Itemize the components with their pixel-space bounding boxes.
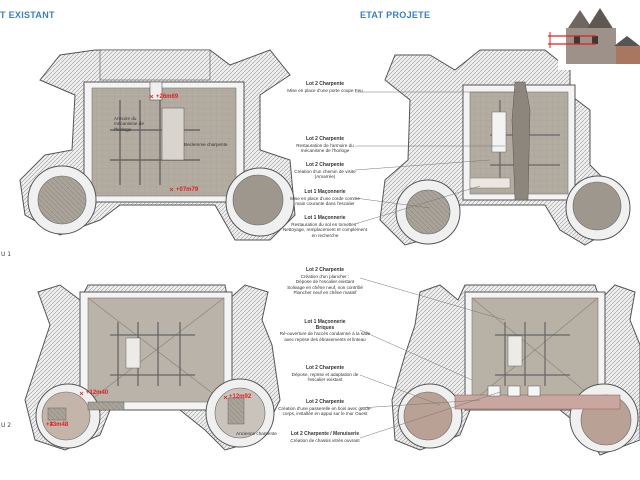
tower-elevation-thumbnail — [548, 8, 640, 70]
level-label-1: U 1 — [1, 251, 12, 258]
elevation-level2-left: +13m48 — [46, 422, 69, 428]
annotation-3: Lot 2 Charpente Création d'un chemin de … — [294, 162, 356, 180]
annotation-2: Lot 2 Charpente Restauration de l'armoir… — [296, 136, 354, 154]
elevation-top: +26m69 — [156, 94, 179, 100]
elevation-level2-mid: +12m40 — [86, 390, 109, 396]
note-leaders — [354, 91, 520, 439]
note-old-frame: Ancienne charpente — [236, 431, 277, 436]
elevation-level2-right: +12m92 — [229, 394, 252, 400]
title-projected-state: ETAT PROJETE — [360, 10, 431, 20]
annotation-4: Lot 1 Maçonnerie Mise en place d'une cor… — [290, 189, 360, 207]
annotation-5: Lot 1 Maçonnerie Restauration du sol en … — [282, 215, 368, 238]
elevation-middle: +07m79 — [176, 187, 199, 193]
level-label-2: U 2 — [1, 422, 12, 429]
plan-existing-level1 — [19, 49, 296, 241]
dimension-markers — [49, 94, 228, 426]
plan-projected-level1 — [379, 49, 631, 246]
plan-projected-level2 — [391, 284, 640, 456]
note-belfry: Beclemme charpente — [184, 142, 228, 147]
annotation-8: Lot 2 Charpente Dépose, reprise et adapt… — [291, 365, 359, 383]
annotation-10: Lot 2 Charpente / Menuiserie Création de… — [290, 431, 360, 443]
annotation-1: Lot 2 Charpente Mise en place d'une port… — [287, 81, 363, 93]
plan-existing-level2 — [24, 284, 281, 451]
note-clock-cabinet: Armoire du mécanisme de l'horloge — [114, 116, 144, 132]
annotation-9: Lot 2 Charpente Création d'une passerell… — [278, 399, 372, 417]
annotation-6: Lot 2 Charpente Création d'un plancher :… — [287, 267, 363, 296]
annotation-7: Lot 1 Maçonnerie Briques Ré-ouverture de… — [279, 319, 371, 342]
title-existing-state: T EXISTANT — [0, 10, 55, 20]
